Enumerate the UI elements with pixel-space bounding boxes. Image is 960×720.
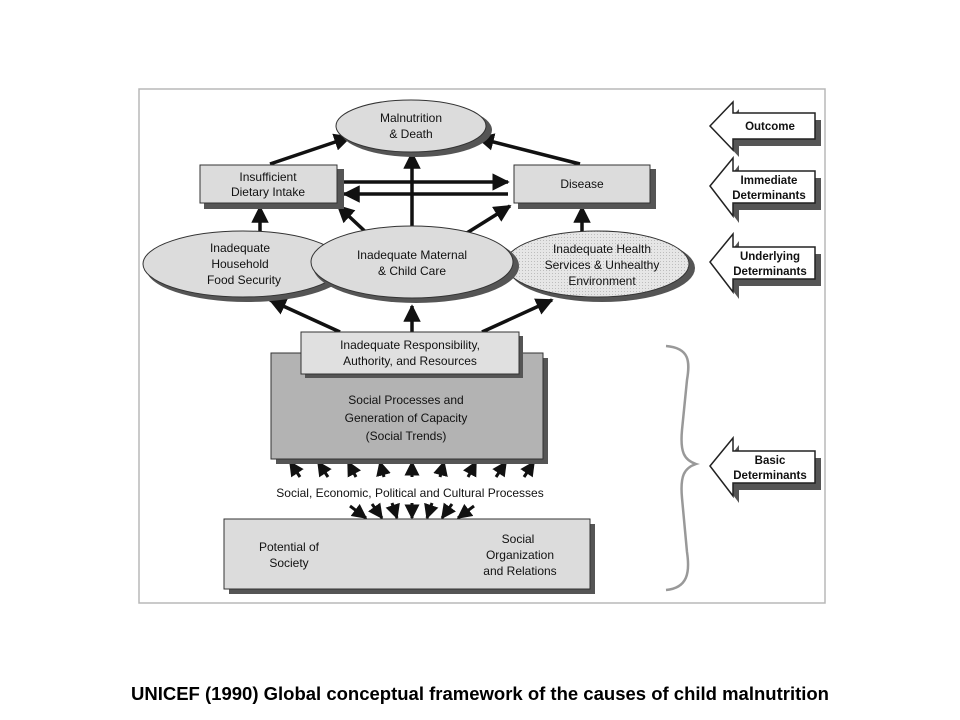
- arrow-fan-up-2: [316, 460, 332, 478]
- level-immediate: Immediate Determinants: [709, 155, 821, 223]
- arrow-converge-6: [440, 502, 456, 520]
- node-health-line3: Environment: [568, 274, 636, 288]
- arrow-resp-to-health: [481, 298, 554, 334]
- level-underlying: Underlying Determinants: [709, 231, 821, 299]
- level-basic: Basic Determinants: [709, 435, 821, 503]
- level-basic-line2: Determinants: [733, 470, 807, 482]
- connectors: [251, 133, 591, 569]
- node-responsibility: Inadequate Responsibility, Authority, an…: [300, 331, 523, 378]
- node-potential-line2: Society: [269, 556, 308, 570]
- node-health-line1: Inadequate Health: [553, 242, 651, 256]
- arrow-converge-5: [424, 502, 439, 520]
- node-health-line2: Services & Unhealthy: [545, 258, 660, 272]
- level-basic-line1: Basic: [755, 455, 786, 467]
- level-underlying-line2: Determinants: [733, 266, 807, 278]
- node-malnutrition-line2: & Death: [389, 127, 432, 141]
- arrow-fan-up-4: [376, 460, 391, 478]
- node-maternal-line2: & Child Care: [378, 264, 446, 278]
- level-underlying-line1: Underlying: [740, 251, 800, 263]
- level-outcome: Outcome: [708, 100, 821, 157]
- arrow-disease-to-malnutrition: [476, 133, 581, 166]
- node-organization-line1: Social: [502, 532, 535, 546]
- node-dietary-line2: Dietary Intake: [231, 185, 305, 199]
- arrow-fan-up-1: [288, 460, 304, 478]
- node-responsibility-line2: Authority, and Resources: [343, 354, 477, 368]
- node-maternal-care: Inadequate Maternal & Child Care: [310, 225, 519, 303]
- node-food-line1: Inadequate: [210, 241, 270, 255]
- arrow-care-to-disease: [461, 204, 512, 238]
- level-immediate-line2: Determinants: [732, 190, 806, 202]
- node-potential-line1: Potential of: [259, 540, 320, 554]
- node-disease: Disease: [513, 164, 656, 209]
- arrow-dietary-to-malnutrition: [269, 133, 352, 166]
- arrow-resp-to-food: [268, 298, 341, 334]
- arrow-fan-up-9: [520, 460, 536, 478]
- node-dietary: Insufficient Dietary Intake: [199, 164, 344, 209]
- arrow-fan-up-7: [463, 460, 478, 478]
- level-immediate-line1: Immediate: [741, 175, 798, 187]
- node-food-line2: Household: [211, 257, 268, 271]
- node-disease-line1: Disease: [560, 177, 604, 191]
- basic-brace: [665, 344, 700, 592]
- node-responsibility-line1: Inadequate Responsibility,: [340, 338, 480, 352]
- node-social-line3: (Social Trends): [366, 429, 447, 443]
- node-society-box: Potential of Society Social Organization…: [223, 518, 595, 594]
- arrow-converge-3: [385, 502, 400, 520]
- arrow-fan-up-3: [346, 460, 361, 478]
- arrow-fan-up-6: [433, 460, 448, 478]
- node-social-line1: Social Processes and: [348, 393, 463, 407]
- arrow-converge-2: [368, 502, 384, 520]
- node-food-security: Inadequate Household Food Security: [142, 230, 348, 302]
- node-malnutrition: Malnutrition & Death: [335, 99, 492, 157]
- processes-label: Social, Economic, Political and Cultural…: [276, 486, 543, 500]
- arrow-fan-up-8: [492, 460, 508, 478]
- node-social-line2: Generation of Capacity: [345, 411, 468, 425]
- node-food-line3: Food Security: [207, 273, 281, 287]
- figure-caption: UNICEF (1990) Global conceptual framewor…: [131, 683, 829, 704]
- level-outcome-label: Outcome: [745, 121, 795, 133]
- node-organization-line2: Organization: [486, 548, 554, 562]
- arrow-converge-1: [349, 503, 368, 520]
- node-maternal-line1: Inadequate Maternal: [357, 248, 467, 262]
- node-organization-line3: and Relations: [483, 564, 556, 578]
- arrow-converge-7: [456, 503, 475, 520]
- node-dietary-line1: Insufficient: [239, 170, 297, 184]
- node-malnutrition-line1: Malnutrition: [380, 111, 442, 125]
- node-health-services: Inadequate Health Services & Unhealthy E…: [504, 230, 695, 302]
